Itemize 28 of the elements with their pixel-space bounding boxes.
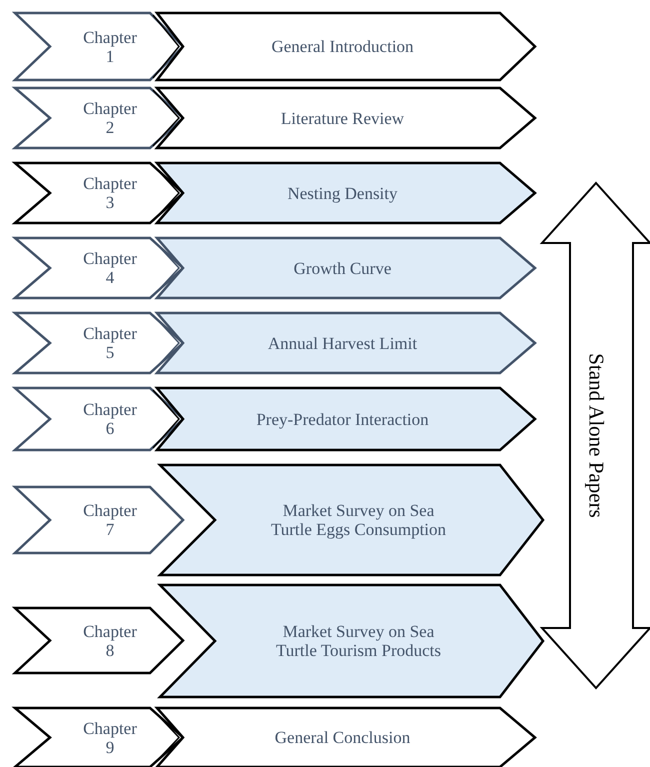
chapter-title: General Conclusion bbox=[274, 728, 410, 747]
side-label: Stand Alone Papers bbox=[584, 353, 609, 518]
chapter-title: Growth Curve bbox=[294, 258, 392, 278]
chapter-label: Chapter 8 bbox=[82, 622, 138, 660]
chapter-title: Nesting Density bbox=[287, 184, 398, 202]
chapter-label: Chapter 5 bbox=[82, 324, 138, 362]
chapter-label: Chapter 6 bbox=[82, 400, 138, 438]
chapter-title: General Introduction bbox=[271, 37, 414, 56]
title-banner bbox=[157, 584, 545, 698]
chapter-tab bbox=[12, 606, 185, 674]
title-banner bbox=[152, 312, 537, 374]
title-banner bbox=[152, 386, 537, 452]
chapter-title: Market Survey on Sea Turtle Tourism Products bbox=[274, 622, 442, 660]
chapter-title: Market Survey on Sea Turtle Eggs Consumption bbox=[270, 501, 448, 539]
chapter-label: Chapter 2 bbox=[82, 99, 138, 137]
double-headed-arrow bbox=[540, 182, 650, 690]
chapter-label: Chapter 4 bbox=[82, 249, 138, 287]
chapter-tab bbox=[12, 486, 185, 554]
chapter-title: Literature Review bbox=[280, 108, 404, 128]
title-banner bbox=[152, 236, 537, 300]
chapter-label: Chapter 3 bbox=[82, 174, 138, 212]
chapter-label: Chapter 7 bbox=[82, 501, 138, 539]
chapter-title: Annual Harvest Limit bbox=[268, 334, 418, 352]
chapter-label: Chapter 1 bbox=[82, 28, 138, 66]
title-banner bbox=[152, 162, 537, 224]
chapter-label: Chapter 9 bbox=[82, 718, 138, 756]
title-banner bbox=[156, 464, 545, 576]
chapter-title: Prey-Predator Interaction bbox=[256, 410, 429, 428]
